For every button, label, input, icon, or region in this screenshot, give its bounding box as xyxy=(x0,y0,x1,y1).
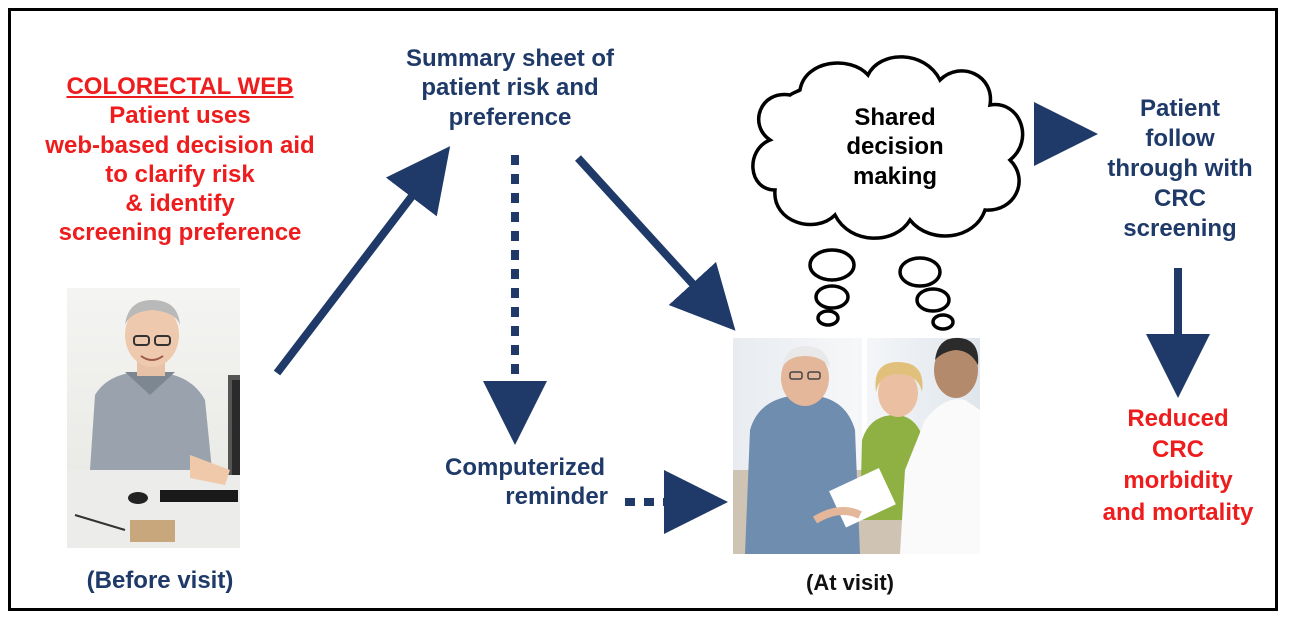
colorectal-web-line: to clarify risk xyxy=(105,160,255,188)
before-visit-caption: (Before visit) xyxy=(86,567,234,594)
summary-sheet-line: patient risk and xyxy=(421,74,599,102)
at-visit-caption: (At visit) xyxy=(806,570,894,595)
reduced-outcome-line: CRC xyxy=(1152,436,1204,464)
patient-follow-line: screening xyxy=(1123,215,1237,242)
shared-decision-line: Shared xyxy=(854,104,936,131)
thought-cloud xyxy=(751,55,1025,331)
colorectal-web-line: screening preference xyxy=(58,219,302,247)
before-visit-photo xyxy=(67,288,240,548)
summary-sheet-label: Summary sheet of patient risk and prefer… xyxy=(365,44,655,132)
patient-follow-line: through with xyxy=(1107,155,1253,182)
shared-decision-line: decision xyxy=(846,133,944,161)
arrow-summary-to-visit xyxy=(575,155,736,331)
patient-follow-line: CRC xyxy=(1154,185,1206,212)
colorectal-web-block: COLORECTAL WEB Patient uses web-based de… xyxy=(20,72,340,248)
reduced-outcome-line: Reduced xyxy=(1127,405,1229,432)
computerized-reminder-line: Computerized xyxy=(444,454,605,481)
reduced-outcome-line: and mortality xyxy=(1102,498,1254,526)
patient-follow-line: Patient xyxy=(1139,95,1220,122)
shared-decision-label: Shared decision making xyxy=(820,103,970,191)
colorectal-web-line: & identify xyxy=(125,190,235,218)
at-visit-photo xyxy=(733,337,980,554)
computerized-reminder-line: reminder xyxy=(505,483,608,511)
summary-sheet-line: Summary sheet of xyxy=(405,45,615,72)
colorectal-web-line: web-based decision aid xyxy=(45,131,315,159)
reduced-outcome-label: Reduced CRC morbidity and mortality xyxy=(1078,403,1278,528)
patient-follow-through-label: Patient follow through with CRC screenin… xyxy=(1095,94,1265,244)
colorectal-web-title: COLORECTAL WEB xyxy=(66,73,294,100)
shared-decision-line: making xyxy=(852,162,938,190)
reduced-outcome-line: morbidity xyxy=(1123,467,1233,495)
patient-follow-line: follow xyxy=(1145,125,1215,152)
summary-sheet-line: preference xyxy=(448,103,572,131)
computerized-reminder-label: Computerized reminder xyxy=(430,453,620,512)
colorectal-web-line: Patient uses xyxy=(109,102,251,130)
arrow-web-to-summary xyxy=(273,146,451,376)
